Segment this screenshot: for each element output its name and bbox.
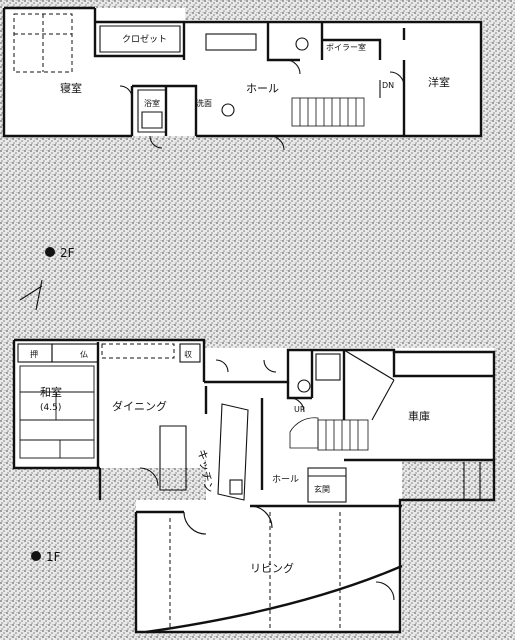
label-bathroom: 浴室	[144, 98, 160, 108]
label-storage-small: 収	[184, 349, 192, 359]
label-master-bedroom: 寝室	[60, 81, 82, 95]
label-down: DN	[382, 81, 394, 90]
label-oshiire: 押	[30, 349, 38, 359]
label-japanese-room: 和室	[40, 385, 62, 399]
north-arrow	[19, 279, 43, 311]
tatami-mats	[19, 365, 95, 459]
label-western-room: 洋室	[428, 75, 450, 89]
label-japanese-room-size: (4.5)	[40, 403, 61, 413]
label-garage: 車庫	[408, 409, 430, 423]
label-closet: クロゼット	[122, 33, 167, 45]
label-entrance: 玄関	[314, 484, 330, 494]
label-living: リビング	[250, 561, 294, 575]
floor-label-2f: 2F	[60, 246, 75, 260]
label-dining: ダイニング	[112, 399, 167, 413]
label-washroom: 洗面	[196, 98, 212, 108]
label-boiler-room: ボイラー室	[326, 42, 366, 52]
floor-label-1f: 1F	[46, 550, 61, 564]
floor-2f-plan: クロゼット 寝室 ホール ボイラー室 洋室 浴室 洗面 DN	[2, 6, 483, 151]
stairs-2f	[291, 80, 381, 127]
floor-marker-2f: 2F	[45, 246, 75, 260]
label-up: UP	[294, 405, 305, 414]
floor-1f-plan: 押 仏 収 和室 (4.5) ダイニング キッチン ホール 玄関 車庫 リビング…	[12, 338, 496, 634]
stairs-1f	[289, 417, 369, 451]
label-hall-2f: ホール	[246, 82, 279, 95]
label-butsudan: 仏	[80, 350, 88, 359]
label-hall-1f: ホール	[272, 474, 299, 485]
floor-marker-1f: 1F	[31, 550, 61, 564]
